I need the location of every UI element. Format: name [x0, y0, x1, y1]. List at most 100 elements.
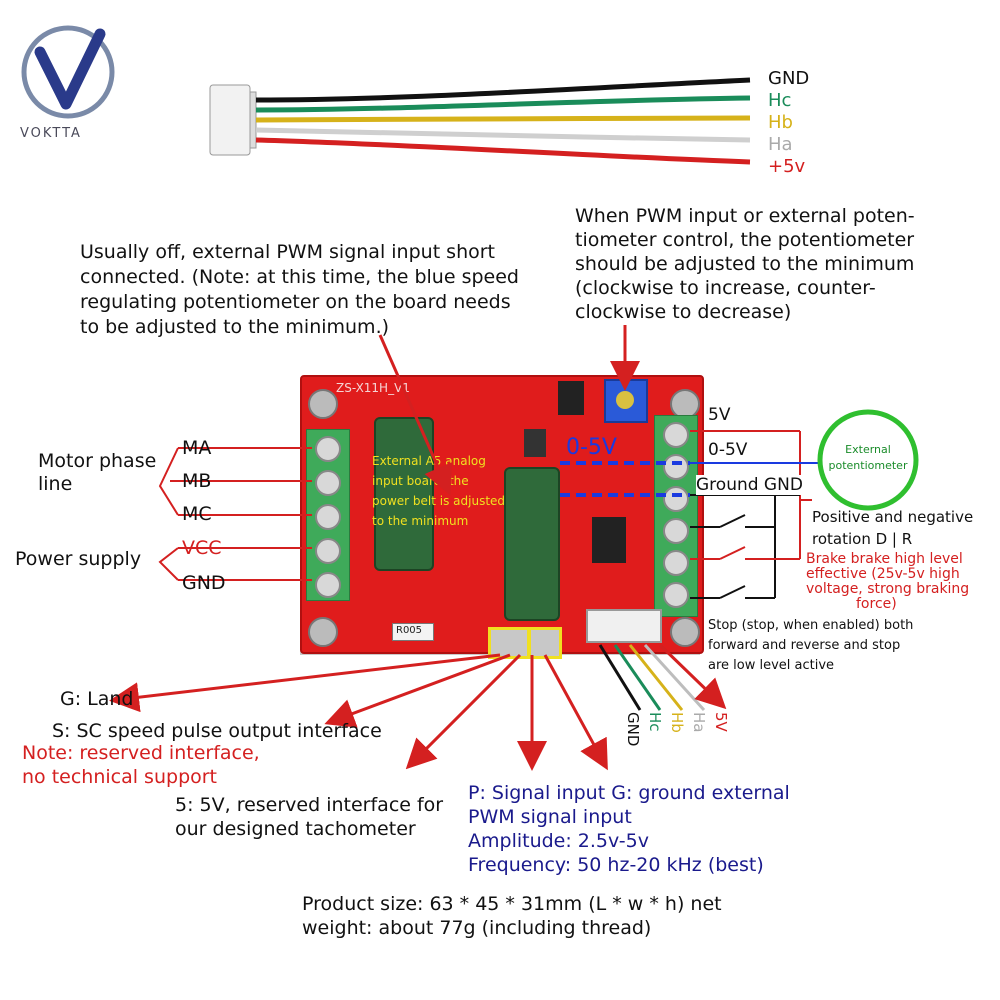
screw-ma[interactable] [315, 436, 341, 462]
hall-label-5v: 5V [712, 712, 730, 732]
five-v-note: 5: 5V, reserved interface for our design… [175, 793, 443, 841]
note-line: to be adjusted to the minimum.) [80, 316, 390, 338]
wire-label-5v: +5v [768, 156, 806, 177]
label-line: Stop (stop, when enabled) both [708, 618, 914, 633]
spec-line: PWM signal input [468, 806, 632, 828]
mount-hole-tl [308, 389, 338, 419]
label-line: Note: reserved interface, [22, 742, 260, 764]
label-line: potentiometer [828, 459, 908, 472]
note-line: should be adjusted to the minimum [575, 253, 915, 275]
note-line: Usually off, external PWM signal input s… [80, 241, 496, 263]
pwm-short-note: Usually off, external PWM signal input s… [80, 240, 519, 340]
external-potentiometer-circle [817, 409, 919, 511]
phase-label-mc: MC [182, 503, 212, 525]
shunt-resistor: R005 [392, 623, 434, 641]
screw-gnd[interactable] [315, 572, 341, 598]
mosfet [524, 429, 546, 457]
label-line: line [38, 473, 73, 495]
label-line: are low level active [708, 658, 835, 673]
screw-brake[interactable] [663, 550, 689, 576]
screw-mc[interactable] [315, 504, 341, 530]
reserved-note: Note: reserved interface, no technical s… [22, 741, 260, 789]
screw-stop[interactable] [663, 582, 689, 608]
label-line: forward and reverse and stop [708, 638, 901, 653]
hall-label-ha: Ha [690, 712, 708, 733]
right-terminal-block [654, 415, 698, 617]
spec-line: P: Signal input G: ground external [468, 782, 790, 804]
label-line: External [845, 443, 891, 456]
cable-wires [209, 77, 751, 165]
ic-chip [592, 517, 626, 563]
screw-dr[interactable] [663, 518, 689, 544]
spec-line: Amplitude: 2.5v-5v [468, 830, 649, 852]
hall-connector[interactable] [586, 609, 662, 643]
logo-text: VOKTTA [20, 126, 82, 141]
overlay-line: power belt is adjusted [372, 494, 506, 508]
screw-mb[interactable] [315, 470, 341, 496]
mount-hole-bl [308, 617, 338, 647]
resistor-label: R005 [396, 625, 423, 636]
right-label-ground: Ground GND [696, 475, 803, 496]
power-supply-label: Power supply [15, 548, 142, 570]
s-speed-label: S: SC speed pulse output interface [52, 720, 382, 742]
hall-label-gnd: GND [624, 712, 642, 747]
right-label-05v: 0-5V [708, 440, 748, 460]
gnd-label: GND [182, 572, 226, 594]
external-pot-label: External potentiometer [822, 442, 914, 474]
screw-05v[interactable] [663, 454, 689, 480]
screw-ground[interactable] [663, 486, 689, 512]
phase-label-mb: MB [182, 470, 212, 492]
note-line: tiometer control, the potentiometer [575, 229, 915, 251]
label-line: no technical support [22, 766, 218, 788]
potentiometer-note: When PWM input or external poten- tiomet… [575, 204, 915, 324]
note-line: When PWM input or external poten- [575, 205, 915, 227]
overlay-line: to the minimum [372, 514, 469, 528]
ic-chip [558, 381, 584, 415]
label-line: Positive and negative [812, 508, 974, 526]
product-size: Product size: 63 * 45 * 31mm (L * w * h)… [302, 892, 722, 940]
controller-board: ZS-X11H_V1 R005 External A5 analog inp [300, 375, 704, 659]
label-line: Motor phase [38, 450, 157, 472]
pot-knob[interactable] [616, 391, 634, 409]
label-line: 5: 5V, reserved interface for [175, 794, 444, 816]
label-line: our designed tachometer [175, 818, 416, 840]
g-land-label: G: Land [60, 688, 134, 710]
wire-label-hb: Hb [768, 112, 793, 133]
note-line: connected. (Note: at this time, the blue… [80, 266, 519, 288]
brand-logo: VOKTTA [18, 22, 118, 142]
note-line: clockwise to decrease) [575, 301, 792, 323]
wire-label-hc: Hc [768, 90, 792, 111]
hall-cable [205, 70, 765, 180]
label-line: effective (25v-5v high [806, 566, 960, 582]
screw-vcc[interactable] [315, 538, 341, 564]
board-silkscreen: ZS-X11H_V1 [336, 381, 410, 395]
label-line: voltage, strong braking [806, 581, 970, 597]
hall-label-hb: Hb [668, 712, 686, 733]
capacitor-center [504, 467, 560, 621]
motor-phase-label: Motor phase line [38, 450, 156, 496]
label-line: rotation D | R [812, 530, 913, 548]
note-line: regulating potentiometer on the board ne… [80, 291, 511, 313]
brake-label: Brake brake high level effective (25v-5v… [806, 552, 969, 612]
stop-label: Stop (stop, when enabled) both forward a… [708, 616, 913, 676]
mount-hole-br [670, 617, 700, 647]
label-line: Brake brake high level [806, 551, 963, 567]
label-line: force) [856, 596, 897, 612]
spec-line: Product size: 63 * 45 * 31mm (L * w * h)… [302, 893, 722, 915]
spec-line: Frequency: 50 hz-20 kHz (best) [468, 854, 764, 876]
overlay-05v-label: 0-5V [566, 435, 617, 460]
logo-mark-icon [21, 25, 115, 119]
spec-line: weight: about 77g (including thread) [302, 917, 652, 939]
screw-5v[interactable] [663, 422, 689, 448]
hall-label-hc: Hc [646, 712, 664, 732]
vcc-label: VCC [182, 537, 222, 559]
direction-label: Positive and negative rotation D | R [812, 506, 973, 550]
wire-label-gnd: GND [768, 68, 810, 89]
right-label-5v: 5V [708, 405, 731, 425]
note-line: (clockwise to increase, counter- [575, 277, 876, 299]
hall-connector-labels: GND Hc Hb Ha 5V [620, 712, 750, 772]
pwm-input-spec: P: Signal input G: ground external PWM s… [468, 781, 790, 877]
wire-label-ha: Ha [768, 134, 793, 155]
overlay-line: External A5 analog [372, 454, 486, 468]
phase-label-ma: MA [182, 437, 212, 459]
